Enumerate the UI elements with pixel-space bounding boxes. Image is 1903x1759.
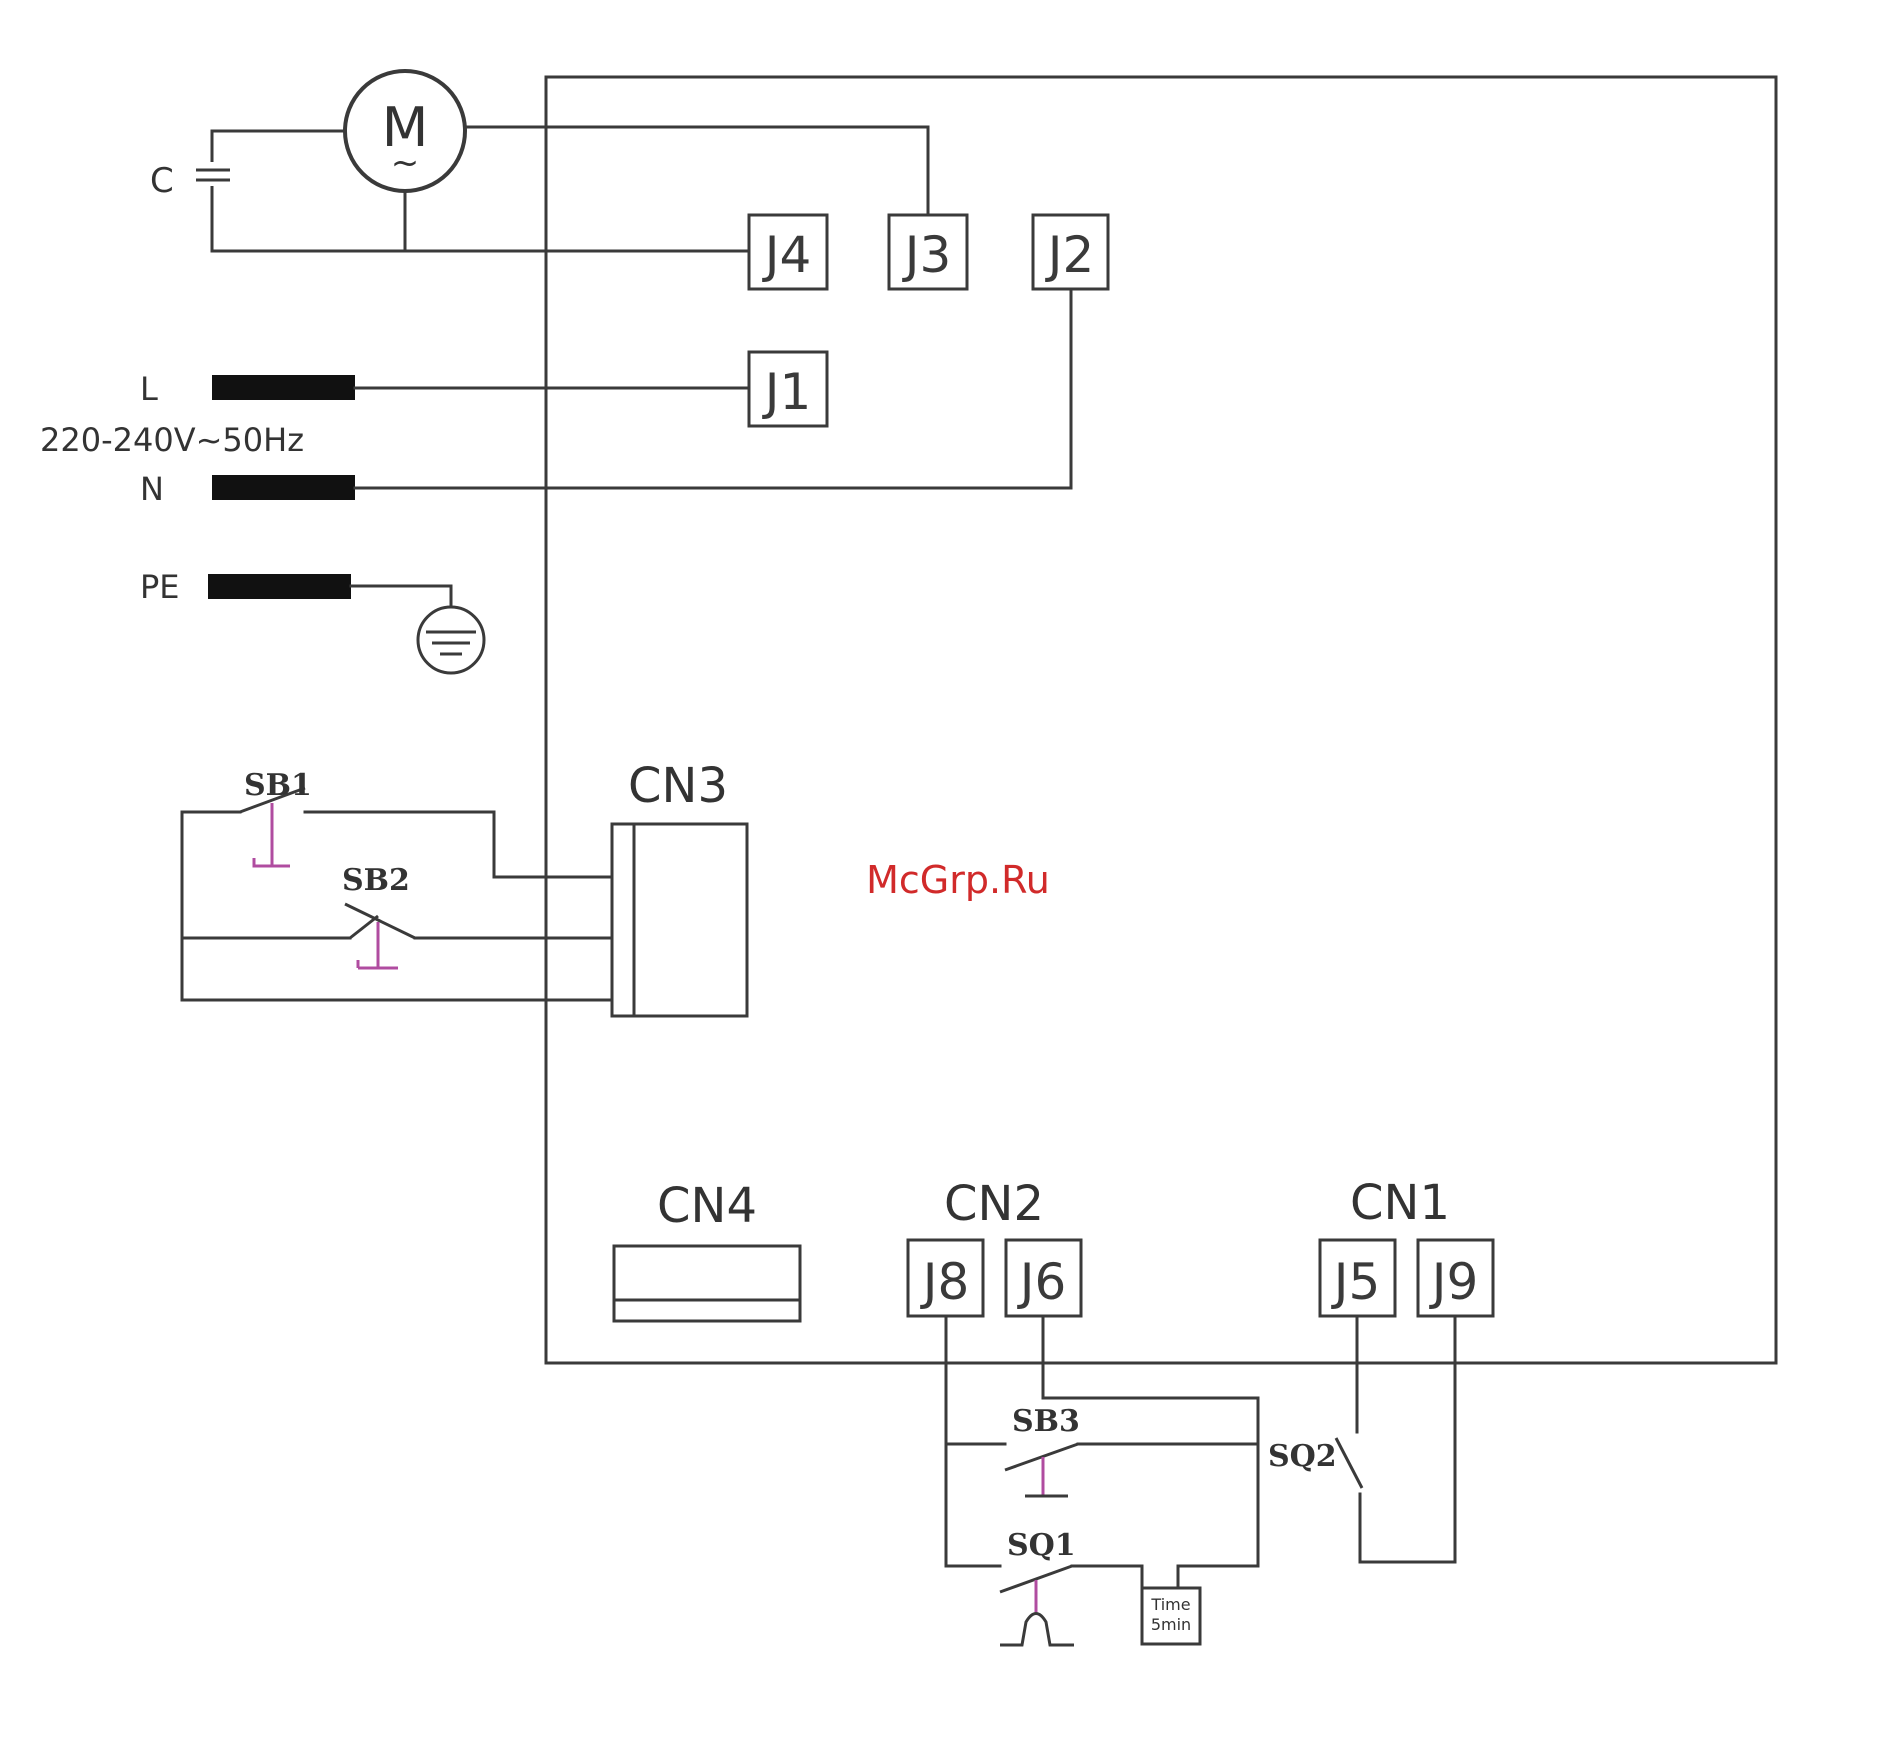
timer-line2: 5min	[1151, 1615, 1191, 1634]
neutral-terminal-bar	[212, 475, 355, 500]
ground-icon	[418, 607, 484, 673]
earth-terminal-bar	[208, 574, 351, 599]
terminal-j1-label: J1	[762, 363, 812, 421]
sb1-label: SB1	[244, 768, 312, 803]
terminal-j9: J9	[1418, 1240, 1493, 1316]
cn2-label: CN2	[944, 1176, 1044, 1232]
terminal-j8-label: J8	[920, 1253, 970, 1311]
earth-label: PE	[140, 568, 180, 606]
terminal-j2: J2	[1033, 215, 1108, 289]
terminal-j6: J6	[1006, 1240, 1081, 1316]
terminal-j1: J1	[749, 352, 827, 426]
cn1-label: CN1	[1350, 1175, 1450, 1231]
sq1-label: SQ1	[1007, 1528, 1076, 1563]
j8-wire	[946, 1316, 1000, 1566]
control-board	[546, 77, 1776, 1363]
terminal-j3: J3	[889, 215, 967, 289]
capacitor-icon	[196, 162, 230, 186]
connector-cn4	[614, 1246, 800, 1321]
terminal-j5: J5	[1320, 1240, 1395, 1316]
switch-sb2	[345, 904, 415, 968]
switch-sq1	[1000, 1566, 1074, 1645]
terminal-j5-label: J5	[1331, 1253, 1381, 1311]
neutral-label: N	[140, 470, 164, 508]
capacitor-label: C	[150, 161, 174, 201]
terminal-j2-label: J2	[1045, 226, 1095, 284]
motor-ac-symbol: ~	[391, 143, 420, 183]
connector-cn3	[612, 824, 747, 1016]
capacitor-wire	[212, 131, 747, 251]
terminal-j3-label: J3	[902, 226, 952, 284]
terminal-j4-label: J4	[762, 226, 812, 284]
cn4-label: CN4	[657, 1178, 757, 1234]
terminal-j8: J8	[908, 1240, 983, 1316]
sb3-label: SB3	[1012, 1404, 1080, 1439]
terminal-j4: J4	[749, 215, 827, 289]
sb2-label: SB2	[342, 863, 410, 898]
line-terminal-bar	[212, 375, 355, 400]
line-label: L	[140, 370, 158, 408]
timer-box: Time 5min	[1142, 1588, 1200, 1644]
terminal-j6-label: J6	[1017, 1253, 1067, 1311]
switch-sq2	[1336, 1438, 1362, 1488]
terminal-j9-label: J9	[1429, 1253, 1479, 1311]
sq2-label: SQ2	[1268, 1439, 1337, 1474]
cn3-label: CN3	[628, 758, 728, 814]
sq1-right-wire	[1072, 1566, 1142, 1590]
switch-sb3	[1005, 1444, 1078, 1496]
motor-icon: M ~	[345, 71, 465, 191]
watermark-text: McGrp.Ru	[866, 858, 1050, 902]
voltage-label: 220-240V~50Hz	[40, 421, 304, 459]
timer-line1: Time	[1150, 1595, 1190, 1614]
motor-j3-wire	[465, 127, 928, 215]
j9-wire	[1360, 1316, 1455, 1562]
